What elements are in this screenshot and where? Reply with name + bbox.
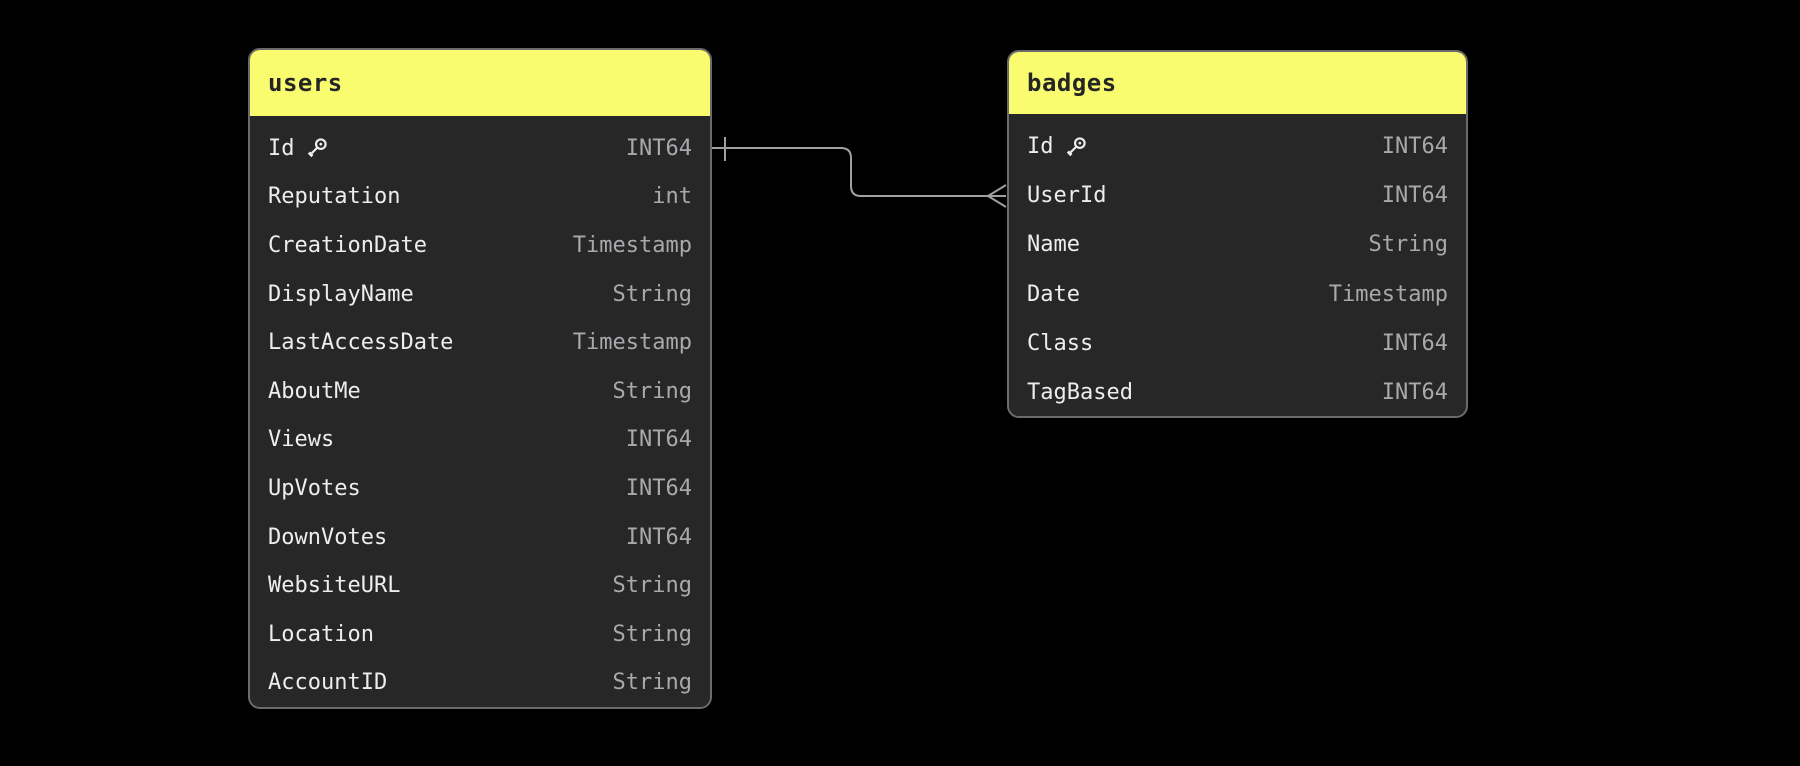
table-column-row: WebsiteURL String <box>250 561 710 610</box>
table-column-row: Name String <box>1009 220 1466 269</box>
table-column-row: Id INT64 <box>1009 122 1466 171</box>
column-type: INT64 <box>625 135 692 161</box>
table-column-row: Date Timestamp <box>1009 270 1466 319</box>
cardinality-many-marker <box>986 184 1007 208</box>
table-column-row: AccountID String <box>250 659 710 707</box>
column-type: INT64 <box>1381 183 1448 209</box>
column-name: AboutMe <box>268 378 361 404</box>
column-type: String <box>612 670 692 696</box>
column-name: Views <box>268 427 335 453</box>
table-header[interactable]: badges <box>1009 52 1466 114</box>
column-type: INT64 <box>1381 330 1448 356</box>
table-column-row: DownVotes INT64 <box>250 513 710 562</box>
table-columns: Id INT64 Reputation int CreationDate <box>250 116 710 707</box>
table-column-row: UpVotes INT64 <box>250 464 710 513</box>
column-type: INT64 <box>1381 380 1448 406</box>
table-title: users <box>268 69 343 97</box>
column-name: CreationDate <box>268 232 427 258</box>
column-name: Id <box>1027 134 1054 160</box>
column-type: INT64 <box>1381 134 1448 160</box>
table-column-row: Location String <box>250 610 710 659</box>
column-name: DownVotes <box>268 524 388 550</box>
table-column-row: DisplayName String <box>250 270 710 319</box>
column-name: AccountID <box>268 670 388 696</box>
table-columns: Id INT64 UserId INT64 Name <box>1009 114 1466 416</box>
edge-users-id-to-badges-userid[interactable] <box>711 137 1007 208</box>
column-type: INT64 <box>625 427 692 453</box>
column-name: LastAccessDate <box>268 330 454 356</box>
primary-key-icon <box>1066 136 1086 156</box>
table-column-row: Views INT64 <box>250 416 710 465</box>
column-name: DisplayName <box>268 281 414 307</box>
table-header[interactable]: users <box>250 50 710 116</box>
column-name: UpVotes <box>268 475 361 501</box>
column-type: Timestamp <box>572 232 692 258</box>
column-type: INT64 <box>625 475 692 501</box>
column-name: Location <box>268 621 374 647</box>
column-type: String <box>1368 232 1448 258</box>
column-type: String <box>612 378 692 404</box>
column-name: Name <box>1027 232 1080 258</box>
table-column-row: UserId INT64 <box>1009 171 1466 220</box>
table-users[interactable]: users Id INT64 Reputation int <box>248 48 712 709</box>
column-type: INT64 <box>625 524 692 550</box>
column-type: Timestamp <box>572 330 692 356</box>
table-column-row: AboutMe String <box>250 367 710 416</box>
column-name: TagBased <box>1027 380 1133 406</box>
column-name: WebsiteURL <box>268 573 401 599</box>
table-column-row: CreationDate Timestamp <box>250 221 710 270</box>
table-column-row: Reputation int <box>250 173 710 222</box>
edge-line <box>711 147 988 197</box>
column-name: Date <box>1027 281 1080 307</box>
column-type: String <box>612 573 692 599</box>
table-title: badges <box>1027 69 1117 97</box>
column-name: Reputation <box>268 184 401 210</box>
column-name: Id <box>268 135 295 161</box>
column-type: int <box>652 184 692 210</box>
primary-key-icon <box>307 138 327 158</box>
table-column-row: TagBased INT64 <box>1009 368 1466 416</box>
column-type: String <box>612 281 692 307</box>
column-name: Class <box>1027 330 1094 356</box>
column-type: Timestamp <box>1328 281 1448 307</box>
table-badges[interactable]: badges Id INT64 UserId INT64 <box>1007 50 1468 418</box>
table-column-row: Class INT64 <box>1009 319 1466 368</box>
column-type: String <box>612 621 692 647</box>
table-column-row: LastAccessDate Timestamp <box>250 318 710 367</box>
column-name: UserId <box>1027 183 1107 209</box>
table-column-row: Id INT64 <box>250 124 710 173</box>
